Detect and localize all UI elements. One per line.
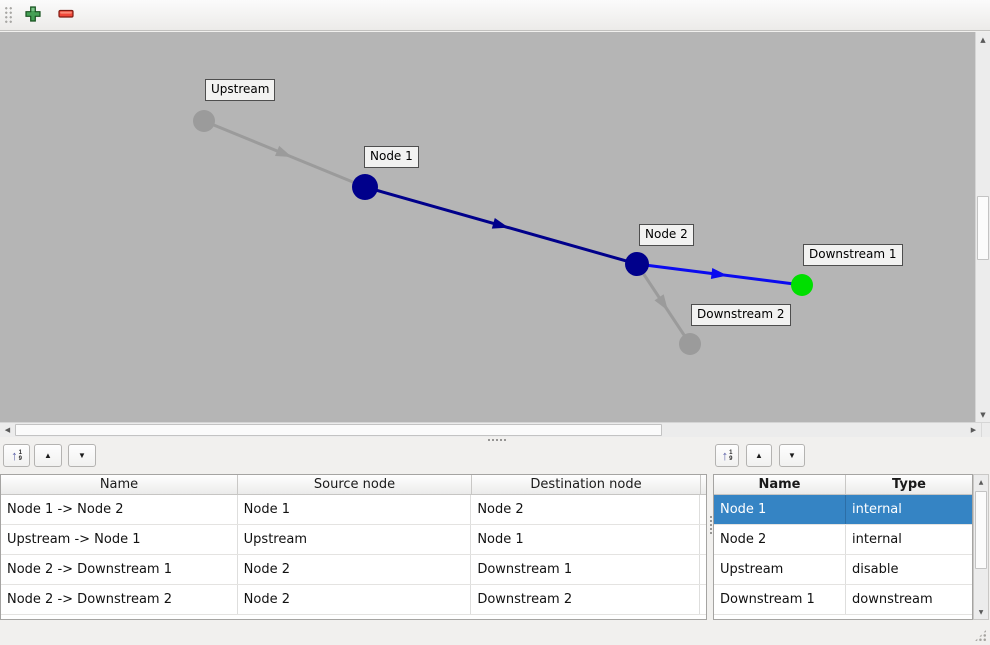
- edge-row[interactable]: Upstream -> Node 1 Upstream Node 1: [1, 525, 706, 555]
- edge-arrow-icon: [275, 145, 292, 158]
- vertical-scroll-thumb[interactable]: [977, 196, 989, 260]
- vertical-scroll-track[interactable]: [976, 47, 990, 407]
- edge-source-cell[interactable]: Node 2: [238, 555, 472, 584]
- node-label-downstream-1: Downstream 1: [803, 244, 903, 266]
- edge-destination-cell[interactable]: Node 2: [471, 495, 700, 524]
- node-label-upstream: Upstream: [205, 79, 276, 101]
- nodes-table: Name Type Node 1 internal Node 2 interna…: [713, 474, 973, 620]
- toolbar-drag-handle[interactable]: [3, 5, 13, 25]
- graph-node-upstream[interactable]: [193, 110, 215, 132]
- edge-name-cell[interactable]: Node 1 -> Node 2: [1, 495, 238, 524]
- minus-icon: [57, 5, 75, 26]
- canvas-vertical-scrollbar[interactable]: ▲ ▼: [975, 32, 990, 422]
- scroll-up-icon[interactable]: ▲: [976, 32, 990, 47]
- node-name-cell[interactable]: Downstream 1: [714, 585, 846, 614]
- node-row[interactable]: Upstream disable: [714, 555, 972, 585]
- node-type-cell[interactable]: downstream: [852, 592, 933, 607]
- node-row-selected[interactable]: Node 1 internal: [714, 495, 972, 525]
- graph-node-node-2[interactable]: [625, 252, 649, 276]
- edge-source-cell[interactable]: Node 2: [238, 585, 472, 614]
- nodes-move-up-button[interactable]: ▲: [746, 444, 772, 467]
- node-row[interactable]: Downstream 1 downstream: [714, 585, 972, 615]
- node-label-node-1: Node 1: [364, 146, 419, 168]
- add-node-button[interactable]: [20, 2, 46, 28]
- column-header-name[interactable]: Name: [714, 475, 846, 494]
- main-toolbar: [0, 0, 990, 31]
- edge-filler-cell: [700, 525, 706, 554]
- column-header-type[interactable]: Type: [892, 477, 926, 492]
- edge-arrow-icon: [710, 268, 728, 279]
- node-type-cell[interactable]: internal: [852, 532, 902, 547]
- graph-node-downstream-2[interactable]: [679, 333, 701, 355]
- horizontal-scroll-thumb[interactable]: [15, 424, 662, 436]
- scroll-down-icon[interactable]: ▼: [978, 608, 984, 616]
- edge-name-cell[interactable]: Upstream -> Node 1: [1, 525, 238, 554]
- table-splitter[interactable]: [707, 474, 713, 620]
- edge-source-cell[interactable]: Upstream: [238, 525, 472, 554]
- edge-destination-cell[interactable]: Downstream 1: [471, 555, 700, 584]
- edge-source-cell[interactable]: Node 1: [238, 495, 472, 524]
- splitter-handle-icon: [486, 437, 506, 441]
- edge-row[interactable]: Node 1 -> Node 2 Node 1 Node 2: [1, 495, 706, 525]
- edges-move-down-button[interactable]: ▼: [68, 444, 96, 467]
- horizontal-scroll-track[interactable]: [15, 423, 966, 437]
- node-name-cell[interactable]: Upstream: [714, 555, 846, 584]
- edge-row[interactable]: Node 2 -> Downstream 1 Node 2 Downstream…: [1, 555, 706, 585]
- pane-splitter[interactable]: [0, 437, 990, 441]
- splitter-handle-icon: [708, 514, 712, 536]
- column-header-name[interactable]: Name: [1, 475, 238, 494]
- scroll-right-icon[interactable]: ▶: [966, 423, 981, 437]
- node-row[interactable]: Node 2 internal: [714, 525, 972, 555]
- column-header-source-node[interactable]: Source node: [238, 475, 472, 494]
- nodes-move-down-button[interactable]: ▼: [779, 444, 805, 467]
- plus-icon: [24, 5, 42, 26]
- edge-arrow-icon: [491, 218, 509, 229]
- graph-node-node-1[interactable]: [352, 174, 378, 200]
- down-triangle-icon: ▼: [78, 450, 86, 460]
- remove-node-button[interactable]: [53, 2, 79, 28]
- canvas-horizontal-scrollbar[interactable]: ◀ ▶: [0, 422, 990, 437]
- down-triangle-icon: ▼: [788, 450, 796, 460]
- edge-filler-cell: [700, 585, 706, 614]
- scrollbar-corner: [981, 423, 990, 437]
- resize-grip-icon[interactable]: [974, 629, 987, 642]
- nodes-scroll-thumb[interactable]: [975, 491, 987, 569]
- edge-destination-cell[interactable]: Downstream 2: [471, 585, 700, 614]
- edge-name-cell[interactable]: Node 2 -> Downstream 1: [1, 555, 238, 584]
- status-bar: [0, 620, 990, 645]
- up-triangle-icon: ▲: [44, 450, 52, 460]
- node-type-cell[interactable]: internal: [852, 502, 902, 517]
- up-triangle-icon: ▲: [755, 450, 763, 460]
- column-header-destination-node[interactable]: Destination node: [472, 475, 701, 494]
- node-label-downstream-2: Downstream 2: [691, 304, 791, 326]
- scroll-down-icon[interactable]: ▼: [976, 407, 990, 422]
- scroll-up-icon[interactable]: ▲: [978, 478, 984, 486]
- nodes-table-header: Name Type: [714, 475, 972, 495]
- edge-filler-cell: [700, 555, 706, 584]
- edge-row[interactable]: Node 2 -> Downstream 2 Node 2 Downstream…: [1, 585, 706, 615]
- edges-move-up-button[interactable]: ▲: [34, 444, 62, 467]
- edge-arrow-icon: [654, 294, 668, 311]
- node-name-cell[interactable]: Node 2: [714, 525, 846, 554]
- nodes-scroll-track[interactable]: [974, 489, 988, 605]
- node-label-node-2: Node 2: [639, 224, 694, 246]
- graph-node-downstream-1[interactable]: [791, 274, 813, 296]
- edge-filler-cell: [700, 495, 706, 524]
- column-header-filler: [701, 475, 706, 494]
- edges-table: Name Source node Destination node Node 1…: [0, 474, 707, 620]
- edges-table-header: Name Source node Destination node: [1, 475, 706, 495]
- edge-name-cell[interactable]: Node 2 -> Downstream 2: [1, 585, 238, 614]
- edge-destination-cell[interactable]: Node 1: [471, 525, 700, 554]
- nodes-table-scrollbar[interactable]: ▲ ▼: [973, 474, 989, 620]
- node-name-cell[interactable]: Node 1: [714, 495, 846, 524]
- scroll-left-icon[interactable]: ◀: [0, 423, 15, 437]
- node-type-cell[interactable]: disable: [852, 562, 899, 577]
